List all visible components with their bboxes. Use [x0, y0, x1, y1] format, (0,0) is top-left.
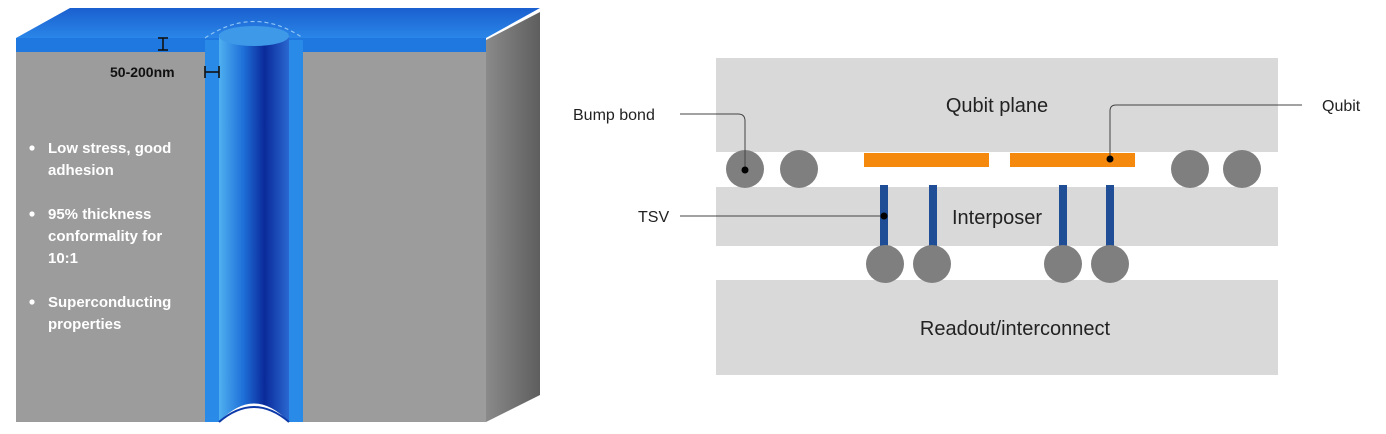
qubit-pad-right — [1010, 153, 1135, 167]
via-liner-left — [205, 40, 219, 422]
bump-bond-callout: Bump bond — [573, 107, 749, 174]
bump-bond — [866, 245, 904, 283]
qubit-pad-left — [864, 153, 989, 167]
substrate-side-face — [486, 12, 540, 422]
bullet-line: Superconducting — [48, 294, 171, 311]
film-top-surface — [16, 8, 540, 38]
bump-bond — [1044, 245, 1082, 283]
bullet-dot — [29, 211, 35, 217]
via-cross-section-illustration: 50-200nm Low stress, good adhesion 95% thi… — [16, 8, 540, 423]
bullet-dot — [29, 145, 35, 151]
via-bottom — [205, 403, 303, 422]
interposer-label: Interposer — [952, 207, 1042, 229]
bullet-line: 95% thickness — [48, 206, 151, 223]
tsv-callout: TSV — [638, 209, 888, 226]
film-thickness-marker-side — [204, 66, 220, 78]
qubit-callout: Qubit — [1106, 98, 1361, 163]
tsv-3 — [1059, 185, 1067, 247]
bullet-line: conformality for — [48, 228, 162, 245]
qubit-plane-label: Qubit plane — [946, 95, 1048, 117]
stack-diagram: Qubit plane Interposer Readout/interconn… — [573, 58, 1361, 375]
via-opening — [219, 26, 289, 46]
readout-layer — [716, 280, 1278, 375]
bullet-line: adhesion — [48, 162, 114, 179]
via-opening-rim — [204, 21, 304, 39]
bullet-line: Low stress, good — [48, 140, 171, 157]
via-interior — [219, 34, 289, 422]
tsv-2 — [929, 185, 937, 247]
feature-bullet-list: Low stress, good adhesion 95% thickness con… — [29, 140, 171, 333]
film-thickness-marker-top — [158, 37, 168, 51]
bump-bond-label: Bump bond — [573, 107, 655, 124]
bullet-dot — [29, 299, 35, 305]
via-liner-right — [289, 40, 303, 422]
qubit-label: Qubit — [1322, 98, 1361, 115]
bullet-line: 10:1 — [48, 250, 78, 267]
bump-bond — [1171, 150, 1209, 188]
thickness-label: 50-200nm — [110, 64, 175, 80]
bump-bond — [1091, 245, 1129, 283]
tsv-label: TSV — [638, 209, 669, 226]
bullet-line: properties — [48, 316, 121, 333]
tsv-4 — [1106, 185, 1114, 247]
bump-bond — [913, 245, 951, 283]
bump-bond — [1223, 150, 1261, 188]
readout-label: Readout/interconnect — [920, 318, 1111, 340]
bump-bond — [780, 150, 818, 188]
